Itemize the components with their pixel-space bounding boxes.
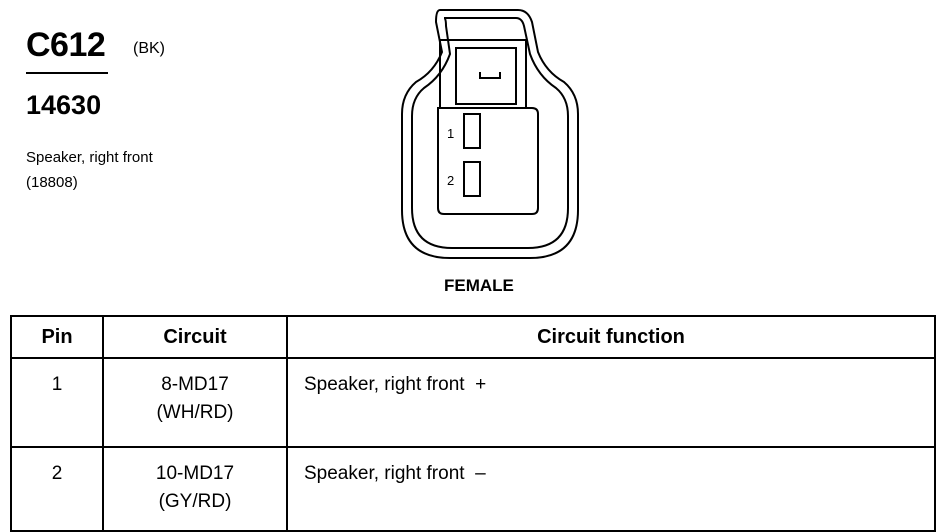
connector-inner-shell [411,17,569,249]
header-circuit: Circuit [102,315,288,359]
pin-1-terminal [463,113,481,149]
circuit-function: Speaker, right front + [286,357,936,448]
circuit-id: 8-MD17 [161,374,229,395]
contact-cavity-frame [437,107,539,215]
header-pin: Pin [10,315,104,359]
circuit-function: Speaker, right front – [286,446,936,532]
pin-number: 1 [10,357,104,448]
pin-number: 2 [10,446,104,532]
circuit-cell: 8-MD17 (WH/RD) [102,357,288,448]
table-row: 2 10-MD17 (GY/RD) Speaker, right front – [10,446,936,532]
connector-gender-label: FEMALE [444,276,514,295]
header-circuit-function: Circuit function [286,315,936,359]
part-number: 14630 [26,90,102,120]
connector-id-underline [26,72,108,74]
locking-latch [439,39,527,109]
pin-2-terminal [463,161,481,197]
pin-1-label: 1 [447,126,454,141]
pin-circuit-table: Pin Circuit Circuit function 1 8-MD17 (W… [10,315,936,532]
wire-color: (WH/RD) [156,402,234,423]
pin-2-label: 2 [447,173,454,188]
table-row: 1 8-MD17 (WH/RD) Speaker, right front + [10,357,936,448]
latch-inner [455,47,517,105]
connector-reference-number: (18808) [26,174,78,191]
connector-outer-shell [401,9,579,259]
table-header-row: Pin Circuit Circuit function [10,315,936,359]
connector-id: C612 [26,26,106,64]
connector-description: Speaker, right front [26,149,153,166]
connector-face-diagram: 1 2 [401,9,579,259]
circuit-id: 10-MD17 [155,463,235,484]
latch-notch [479,72,501,79]
circuit-cell: 10-MD17 (GY/RD) [102,446,288,532]
connector-color-code: (BK) [133,40,165,57]
wire-color: (GY/RD) [158,491,232,512]
